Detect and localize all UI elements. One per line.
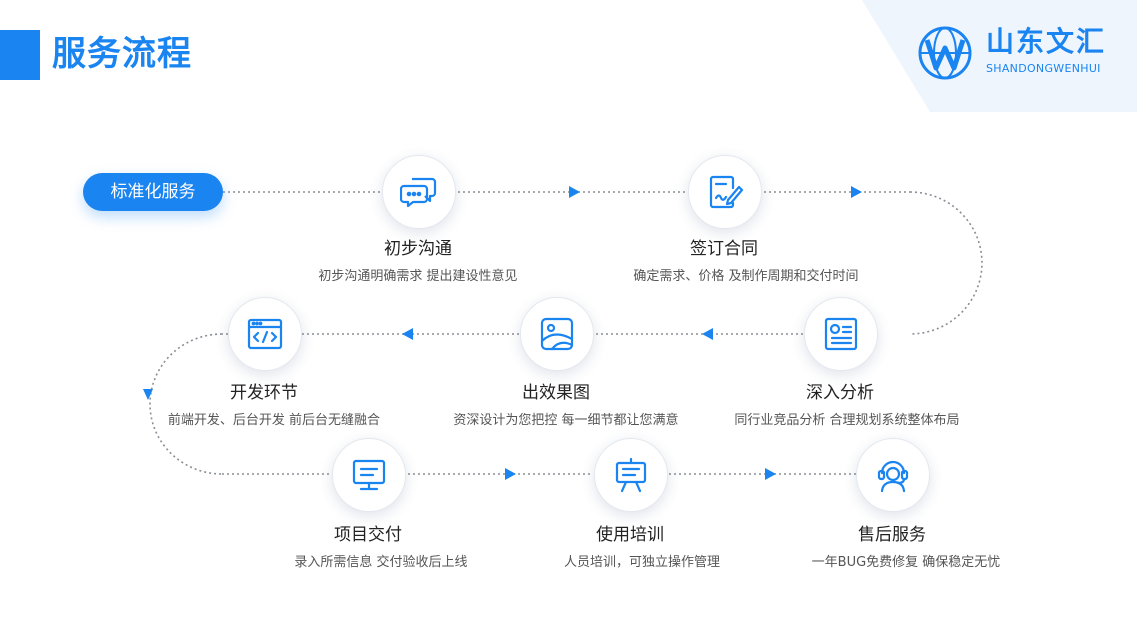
- step-desc-1: 初步沟通明确需求 提出建设性意见: [318, 269, 518, 284]
- header-decoration: [862, 0, 1137, 112]
- step-desc-4: 资深设计为您把控 每一细节都让您满意: [453, 413, 679, 428]
- arrow-right-3: [505, 468, 516, 480]
- step-title-3: 深入分析: [806, 383, 874, 403]
- step-desc-3: 同行业竞品分析 合理规划系统整体布局: [734, 413, 960, 428]
- step-title-6: 项目交付: [334, 525, 402, 545]
- chat-bubbles-icon: [400, 177, 437, 208]
- brand-logo-icon: [918, 26, 972, 80]
- contract-sign-icon: [709, 175, 744, 209]
- step-title-8: 售后服务: [858, 525, 926, 545]
- step-node-7: [594, 438, 668, 512]
- page-title: 服务流程: [52, 34, 192, 74]
- step-desc-6: 录入所需信息 交付验收后上线: [294, 555, 468, 570]
- step-node-5: [228, 297, 302, 371]
- step-node-3: [804, 297, 878, 371]
- step-desc-2: 确定需求、价格 及制作周期和交付时间: [633, 269, 859, 284]
- headset-support-icon: [877, 460, 909, 493]
- code-window-icon: [247, 318, 283, 350]
- step-node-4: [520, 297, 594, 371]
- arrow-left-1: [702, 328, 713, 340]
- step-desc-8: 一年BUG免费修复 确保稳定无忧: [811, 555, 1001, 570]
- title-accent-bar: [0, 30, 40, 80]
- step-node-1: [382, 155, 456, 229]
- analysis-doc-icon: [824, 317, 858, 351]
- training-board-icon: [615, 457, 647, 493]
- step-title-5: 开发环节: [230, 383, 298, 403]
- step-desc-7: 人员培训，可独立操作管理: [563, 555, 720, 570]
- arrow-down-1: [143, 389, 153, 400]
- arrow-left-2: [402, 328, 413, 340]
- arrow-right-1: [569, 186, 580, 198]
- step-title-2: 签订合同: [690, 239, 758, 259]
- standard-service-badge: 标准化服务: [83, 173, 223, 211]
- monitor-icon: [352, 459, 386, 491]
- image-design-icon: [540, 317, 574, 351]
- brand-subtitle: SHANDONGWENHUI: [986, 62, 1101, 75]
- step-title-4: 出效果图: [522, 383, 590, 403]
- arrow-right-2: [851, 186, 862, 198]
- step-node-2: [688, 155, 762, 229]
- step-title-7: 使用培训: [596, 525, 664, 545]
- brand-name: 山东文汇: [986, 25, 1107, 58]
- arrow-right-4: [765, 468, 776, 480]
- step-node-6: [332, 438, 406, 512]
- step-node-8: [856, 438, 930, 512]
- step-desc-5: 前端开发、后台开发 前后台无缝融合: [167, 413, 381, 428]
- step-title-1: 初步沟通: [384, 239, 452, 259]
